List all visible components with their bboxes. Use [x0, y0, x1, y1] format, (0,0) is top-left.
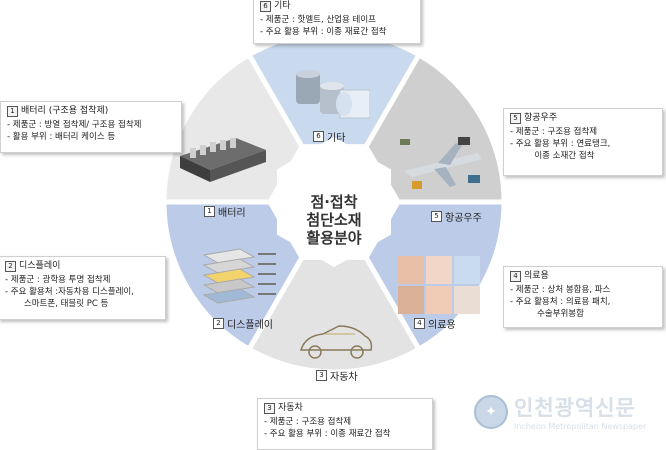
segment-number: 1	[204, 206, 215, 217]
info-box-line: - 활용 부위 : 배터리 케이스 등	[7, 132, 116, 142]
center-title: 점·접착 첨단소재 활용분야	[279, 193, 389, 247]
segment-label-auto: 3 자동차	[316, 368, 358, 383]
info-box-title-text: 디스플레이	[19, 261, 61, 271]
info-box-line: - 주요 활용처 :자동차용 디스플레이,	[5, 287, 134, 297]
battery-image	[176, 128, 268, 186]
info-box-title-text: 기타	[274, 1, 291, 11]
segment-label-aero: 5 항공우주	[431, 209, 482, 224]
info-box-battery: 1 배터리 (구조용 접착제) - 제품군 : 방열 접착제/ 구조용 접착제 …	[0, 101, 182, 153]
segment-number: 6	[313, 131, 324, 142]
info-box-number: 5	[510, 112, 521, 124]
info-box-line: 스마트폰, 태블릿 PC 등	[5, 299, 109, 309]
info-box-line: - 제품군 : 상처 봉합용, 파스	[510, 285, 611, 295]
info-box-title: 2 디스플레이	[5, 260, 159, 272]
info-box-line: - 주요 활용 부위 : 연료탱크,	[510, 139, 611, 149]
center-hexagon	[277, 136, 391, 268]
center-line: 첨단소재	[306, 211, 362, 229]
car-image	[295, 318, 375, 366]
center-line: 점·접착	[310, 193, 358, 211]
segment-label-text: 디스플레이	[227, 320, 273, 331]
segment-number: 3	[316, 370, 327, 381]
info-box-line: - 제품군 : 방열 접착제/ 구조용 접착제	[7, 120, 142, 130]
info-box-line: - 주요 활용 부위 : 이종 재료간 접착	[264, 429, 391, 439]
center-line: 활용분야	[306, 229, 362, 247]
display-layers-image	[196, 245, 280, 309]
medical-image	[398, 256, 480, 314]
info-box-title: 5 항공우주	[510, 112, 656, 124]
info-box-title: 4 의료용	[510, 270, 656, 282]
info-box-line: - 주요 활용처 : 의료용 패치,	[510, 297, 611, 307]
segment-label-medical: 4 의료용	[414, 316, 456, 331]
info-box-number: 4	[510, 270, 521, 282]
info-box-title-text: 의료용	[524, 271, 549, 281]
info-box-number: 1	[7, 105, 18, 117]
info-box-line: - 제품군 : 구조용 접착제	[510, 127, 598, 137]
segment-number: 4	[414, 318, 425, 329]
info-box-title-text: 배터리 (구조용 접착제)	[21, 106, 109, 116]
segment-number: 5	[431, 211, 442, 222]
newspaper-logo-icon: ✦	[474, 394, 508, 429]
aircraft-image	[398, 135, 486, 195]
segment-label-text: 자동차	[330, 372, 358, 383]
segment-label-text: 기타	[327, 133, 346, 144]
info-box-title: 6 기타	[260, 0, 414, 12]
info-box-line: - 제품군 : 핫멜트, 산업용 테이프	[260, 15, 376, 25]
segment-number: 2	[213, 318, 224, 329]
segment-label-battery: 1 배터리	[204, 204, 246, 219]
info-box-etc: 6 기타 - 제품군 : 핫멜트, 산업용 테이프 - 주요 활용 부위 : 이…	[253, 0, 421, 44]
info-box-auto: 3 자동차 - 제품군 : 구조용 접착제 - 주요 활용 부위 : 이종 재료…	[257, 398, 433, 450]
info-box-line: 이종 소재간 접착	[510, 151, 595, 161]
info-box-medical: 4 의료용 - 제품군 : 상처 봉합용, 파스 - 주요 활용처 : 의료용 …	[503, 266, 663, 328]
info-box-title: 3 자동차	[264, 402, 426, 414]
segment-label-etc: 6 기타	[313, 129, 345, 144]
info-box-number: 6	[260, 0, 271, 12]
info-box-line: - 주요 활용 부위 : 이종 재료간 접착	[260, 27, 387, 37]
segment-label-text: 배터리	[218, 208, 246, 219]
info-box-line: - 제품군 : 구조용 접착제	[264, 417, 352, 427]
segment-label-display: 2 디스플레이	[213, 316, 273, 331]
info-box-number: 3	[264, 402, 275, 414]
watermark-korean: 인천광역신문	[514, 396, 636, 420]
segment-label-text: 항공우주	[445, 213, 482, 224]
info-box-title-text: 자동차	[278, 403, 303, 413]
info-box-display: 2 디스플레이 - 제품군 : 광학용 투명 접착제 - 주요 활용처 :자동차…	[0, 256, 166, 320]
rolls-image	[290, 70, 371, 120]
info-box-number: 2	[5, 260, 16, 272]
newspaper-watermark: ✦ 인천광역신문 Incheon Metropolitan Newspaper	[474, 392, 646, 431]
info-box-line: 수술부위봉합	[510, 309, 584, 319]
segment-label-text: 의료용	[428, 320, 456, 331]
info-box-title-text: 항공우주	[524, 113, 558, 123]
watermark-english: Incheon Metropolitan Newspaper	[514, 422, 647, 431]
info-box-aero: 5 항공우주 - 제품군 : 구조용 접착제 - 주요 활용 부위 : 연료탱크…	[503, 108, 663, 176]
info-box-title: 1 배터리 (구조용 접착제)	[7, 105, 175, 117]
info-box-line: - 제품군 : 광학용 투명 접착제	[5, 275, 111, 285]
